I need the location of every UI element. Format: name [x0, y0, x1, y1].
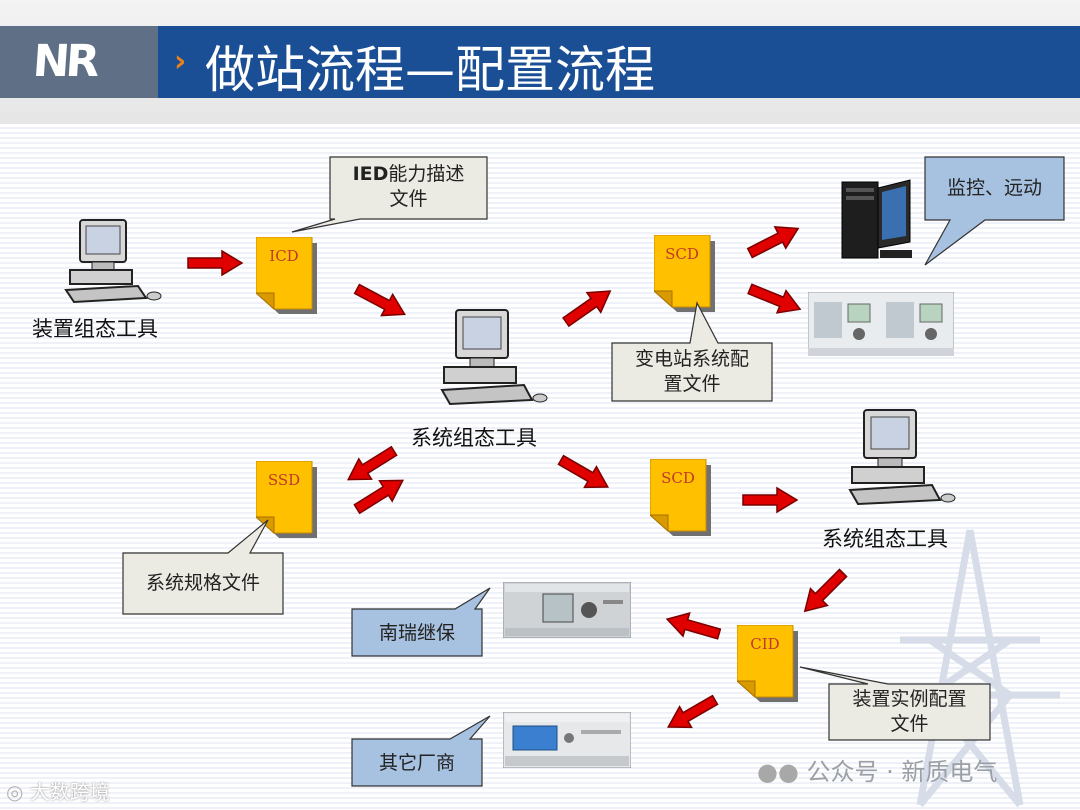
- scd-top-label: SCD: [665, 245, 699, 263]
- callout-device-line1: 装置实例配置: [852, 688, 967, 710]
- callout-device-instance: [799, 666, 991, 741]
- nari-relay-device: [503, 582, 631, 638]
- document-cid: CID: [737, 625, 799, 703]
- watermark-right-text: 公众号 · 新质电气: [806, 758, 998, 786]
- label-device-tool: 装置组态工具: [32, 317, 158, 341]
- header: NR › 做站流程—配置流程: [0, 0, 1080, 124]
- protection-panel-device: [808, 292, 954, 356]
- callout-nari: [351, 587, 491, 657]
- document-icd: ICD: [256, 237, 318, 315]
- callout-monitor: [924, 156, 1065, 266]
- callout-ied-line2: 文件: [389, 188, 428, 210]
- callout-ied-text: IED能力描述 文件: [330, 162, 487, 212]
- scd-mid-label: SCD: [661, 469, 695, 487]
- watermark-left-text: 大数跨境: [29, 780, 110, 804]
- ied-suffix: 能力描述: [388, 163, 465, 185]
- callout-system-spec: [122, 519, 284, 615]
- callout-monitor-text: 监控、远动: [946, 177, 1042, 199]
- watermark-right: ●● 公众号 · 新质电气: [757, 752, 997, 787]
- callout-others: [351, 715, 491, 787]
- computer-icon-system-tool-right: [848, 409, 956, 506]
- ied-prefix: IED: [352, 163, 389, 185]
- callout-substation-text: 变电站系统配 置文件: [612, 347, 772, 397]
- title-bar: [0, 26, 1080, 98]
- callout-substation: [611, 301, 773, 402]
- wechat-icon: ●●: [757, 758, 807, 786]
- callout-device-instance-text: 装置实例配置 文件: [829, 687, 990, 737]
- other-vendor-device: [503, 712, 631, 768]
- page-title: 做站流程—配置流程: [205, 41, 655, 99]
- callout-substation-line1: 变电站系统配: [634, 348, 749, 370]
- label-system-tool-right: 系统组态工具: [822, 527, 948, 551]
- callout-others-text: 其它厂商: [378, 752, 455, 774]
- callout-ied-line1: IED能力描述: [330, 162, 487, 187]
- ssd-label: SSD: [267, 471, 301, 489]
- cid-label: CID: [750, 635, 780, 653]
- callout-system-spec-text: 系统规格文件: [145, 572, 260, 594]
- callout-substation-line2: 置文件: [663, 373, 721, 395]
- watermark-left: ◎ 大数跨境: [6, 776, 110, 805]
- callout-device-line2: 文件: [890, 713, 929, 735]
- label-system-tool-center: 系统组态工具: [411, 426, 537, 450]
- document-scd-top: SCD: [654, 235, 716, 313]
- watermark-left-icon: ◎: [6, 780, 30, 804]
- computer-icon-device-tool: [64, 219, 162, 304]
- document-scd-mid: SCD: [650, 459, 712, 537]
- callout-nari-text: 南瑞继保: [378, 622, 455, 644]
- workstation-icon: [841, 179, 912, 259]
- chevron-icon: ›: [174, 44, 187, 79]
- company-logo: NR: [0, 26, 158, 98]
- computer-icon-system-tool-center: [440, 309, 548, 406]
- icd-label: ICD: [269, 247, 299, 265]
- callout-ied: [291, 156, 488, 233]
